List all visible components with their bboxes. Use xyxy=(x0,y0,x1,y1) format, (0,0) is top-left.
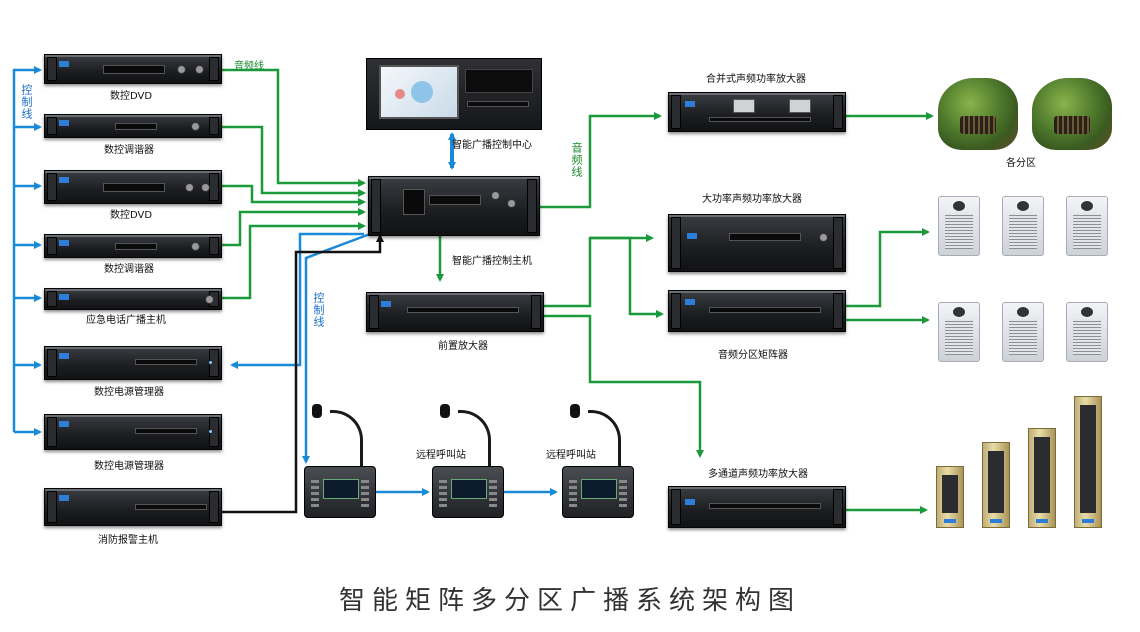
tuner-1-device xyxy=(44,114,222,138)
column-speaker-1 xyxy=(936,466,964,528)
dvd-2-label: 数控DVD xyxy=(110,210,153,221)
column-speaker-4 xyxy=(1074,396,1102,528)
control-line-label-bottom: 控制线 xyxy=(312,292,325,328)
wall-speaker-3 xyxy=(1066,196,1108,256)
preamp-label: 前置放大器 xyxy=(438,341,488,352)
column-speaker-3 xyxy=(1028,428,1056,528)
audio-line-label-mid: 音频线 xyxy=(570,142,583,178)
tuner-2-label: 数控调谐器 xyxy=(104,264,154,275)
combo-amp-device xyxy=(668,92,846,132)
power-manager-1-label: 数控电源管理器 xyxy=(94,387,164,398)
power-manager-1-device xyxy=(44,346,222,380)
audio-matrix-label: 音频分区矩阵器 xyxy=(718,350,788,361)
mic-head-2 xyxy=(440,404,450,418)
wall-speaker-5 xyxy=(1002,302,1044,362)
wall-speaker-6 xyxy=(1066,302,1108,362)
mic-head-3 xyxy=(570,404,580,418)
wall-speaker-4 xyxy=(938,302,980,362)
power-manager-2-device xyxy=(44,414,222,450)
control-host-label: 智能广播控制主机 xyxy=(452,256,532,267)
power-manager-2-label: 数控电源管理器 xyxy=(94,461,164,472)
remote-call-station-1-label: 远程呼叫站 xyxy=(416,450,466,461)
combo-amp-label: 合并式声频功率放大器 xyxy=(706,74,806,85)
control-lines-stations xyxy=(302,232,558,496)
audio-matrix-device xyxy=(668,290,846,332)
control-center-label: 智能广播控制中心 xyxy=(452,140,532,151)
multi-channel-amp-device xyxy=(668,486,846,528)
rock-speaker-2 xyxy=(1032,78,1112,150)
dvd-1-label: 数控DVD xyxy=(110,91,153,102)
dvd-2-device xyxy=(44,170,222,204)
zones-label: 各分区 xyxy=(1006,158,1036,169)
remote-call-station-2 xyxy=(562,466,634,518)
call-station-main xyxy=(304,466,376,518)
multi-channel-amp-label: 多通道声频功率放大器 xyxy=(708,469,808,480)
control-line-label-left: 控制线 xyxy=(20,84,33,120)
fire-alarm-host-label: 消防报警主机 xyxy=(98,535,158,546)
rock-speaker-1 xyxy=(938,78,1018,150)
high-power-amp-label: 大功率声频功率放大器 xyxy=(702,194,802,205)
emergency-host-device xyxy=(44,288,222,310)
dvd-1-device xyxy=(44,54,222,84)
fire-alarm-line xyxy=(222,234,384,514)
tuner-2-device xyxy=(44,234,222,258)
mic-head-1 xyxy=(312,404,322,418)
high-power-amp-device xyxy=(668,214,846,272)
control-center-device xyxy=(366,58,542,130)
audio-line-label-top: 音频线 xyxy=(234,61,264,72)
preamp-device xyxy=(366,292,544,332)
diagram-title: 智能矩阵多分区广播系统架构图 xyxy=(338,586,801,616)
column-speaker-2 xyxy=(982,442,1010,528)
remote-call-station-2-label: 远程呼叫站 xyxy=(546,450,596,461)
remote-call-station-1 xyxy=(432,466,504,518)
audio-lines-output xyxy=(436,112,934,514)
tuner-1-label: 数控调谐器 xyxy=(104,145,154,156)
fire-alarm-host-device xyxy=(44,488,222,526)
wall-speaker-2 xyxy=(1002,196,1044,256)
control-host-device xyxy=(368,176,540,236)
control-lines-left xyxy=(12,66,364,436)
emergency-host-label: 应急电话广播主机 xyxy=(86,315,166,326)
audio-lines-sources xyxy=(222,68,366,300)
wall-speaker-1 xyxy=(938,196,980,256)
